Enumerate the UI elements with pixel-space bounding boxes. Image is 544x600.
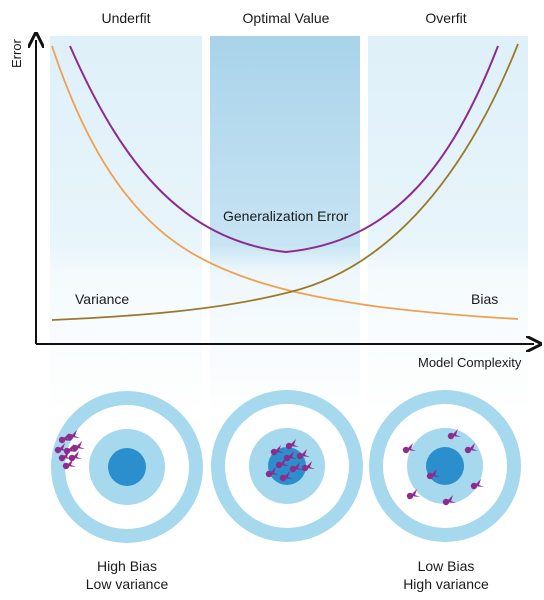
right-caption-line2: High variance [403, 576, 489, 592]
dart-marker [275, 458, 289, 469]
region-label-underfit: Underfit [101, 10, 151, 26]
generalization-error-label: Generalization Error [223, 208, 349, 224]
overfit-band [368, 36, 528, 416]
dart-marker [54, 443, 68, 454]
dart-marker [285, 439, 299, 450]
left-target-caption: High Bias Low variance [27, 557, 227, 593]
dart-marker [470, 479, 484, 490]
target-right [369, 390, 521, 542]
dart-marker [406, 489, 420, 500]
bias-label: Bias [471, 291, 499, 307]
generalization-error-curve [69, 45, 499, 254]
darts-layer [54, 429, 484, 506]
variance-label: Variance [75, 291, 130, 307]
dart-marker [426, 469, 440, 480]
dart-marker [66, 430, 80, 441]
y-axis-label: Error [9, 39, 24, 68]
dart-marker [68, 451, 82, 462]
dart-marker [279, 471, 293, 482]
dart-marker [442, 495, 456, 506]
region-label-overfit: Overfit [425, 10, 467, 26]
right-target-caption: Low Bias High variance [346, 557, 544, 593]
optimal-band [210, 36, 360, 416]
dart-marker [58, 451, 72, 462]
dart-marker [402, 443, 416, 454]
region-label-optimal: Optimal Value [242, 10, 330, 26]
x-axis-label: Model Complexity [418, 355, 522, 370]
dart-marker [447, 429, 461, 440]
left-caption-line1: High Bias [97, 558, 157, 574]
right-caption-line1: Low Bias [417, 558, 475, 574]
dart-marker [301, 461, 315, 472]
dart-marker [296, 449, 310, 460]
dart-marker [71, 441, 85, 452]
dart-marker [265, 467, 279, 478]
target-middle [211, 390, 363, 542]
target-left [51, 391, 203, 543]
dart-marker [289, 462, 303, 473]
variance-curve [51, 45, 519, 320]
dart-marker [270, 445, 284, 456]
underfit-band [50, 36, 202, 416]
dart-marker [62, 459, 76, 470]
dart-marker [464, 443, 478, 454]
left-caption-line2: Low variance [85, 576, 169, 592]
dart-marker [283, 451, 297, 462]
bias-curve [51, 43, 519, 321]
